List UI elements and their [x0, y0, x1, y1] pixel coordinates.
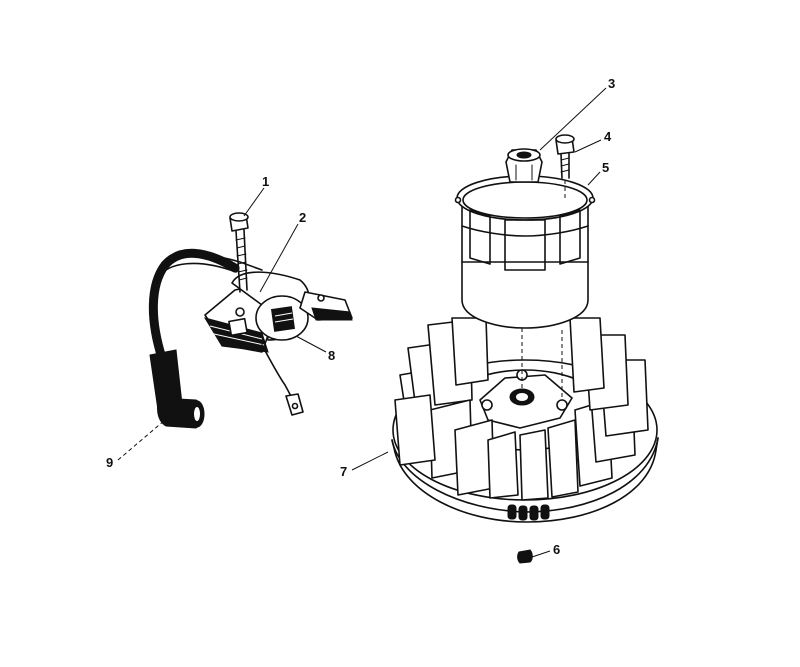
spark-plug-boot — [149, 349, 205, 429]
flywheel — [391, 317, 659, 523]
callout-2: 2 — [299, 210, 306, 225]
coil-mounting-bolt — [229, 212, 249, 293]
rotating-screen — [454, 175, 596, 400]
callout-7: 7 — [340, 464, 347, 479]
screen-bolt — [555, 134, 575, 200]
armature-lead — [261, 344, 304, 416]
ignition-armature — [203, 271, 353, 353]
callout-5: 5 — [602, 160, 609, 175]
callout-3: 3 — [608, 76, 615, 91]
callout-1: 1 — [262, 174, 269, 189]
flywheel-key — [517, 549, 533, 564]
callout-leaders — [117, 87, 607, 558]
callout-9: 9 — [106, 455, 113, 470]
callout-6: 6 — [553, 542, 560, 557]
callout-8: 8 — [328, 348, 335, 363]
ignition-coil-assembly — [148, 212, 353, 429]
flywheel-assembly — [391, 134, 659, 564]
callout-labels: 1 2 3 4 5 6 7 8 9 — [106, 76, 615, 557]
flywheel-magnet — [507, 504, 550, 521]
callout-4: 4 — [604, 129, 612, 144]
flywheel-nut — [505, 148, 543, 183]
